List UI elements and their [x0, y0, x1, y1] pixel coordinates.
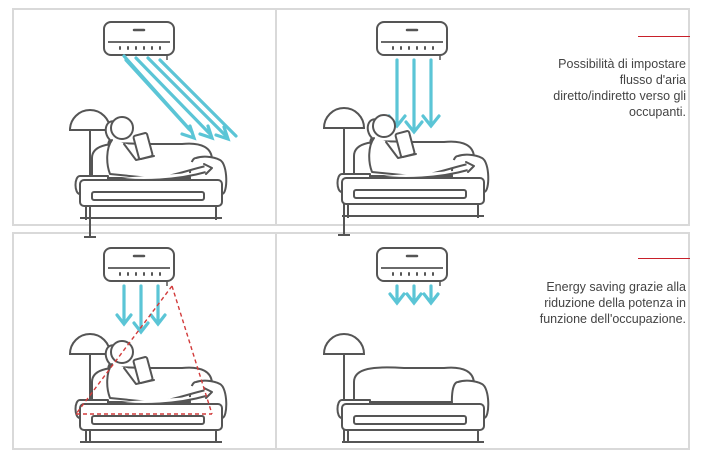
scene-occupancy-detection [70, 248, 226, 443]
scene-empty-room [324, 248, 488, 443]
airflow-arrow-icon [390, 286, 438, 303]
airflow-arrow-icon [389, 60, 439, 132]
ac-unit-icon [377, 22, 447, 60]
ac-unit-icon [104, 248, 174, 286]
armchair-icon [338, 367, 489, 443]
scene-direct-airflow [70, 22, 236, 237]
airflow-arrow-icon [117, 286, 165, 332]
airflow-arrow-icon [124, 56, 236, 139]
ac-unit-icon [377, 248, 447, 286]
scene-indirect-airflow [324, 22, 488, 235]
ac-unit-icon [104, 22, 174, 60]
